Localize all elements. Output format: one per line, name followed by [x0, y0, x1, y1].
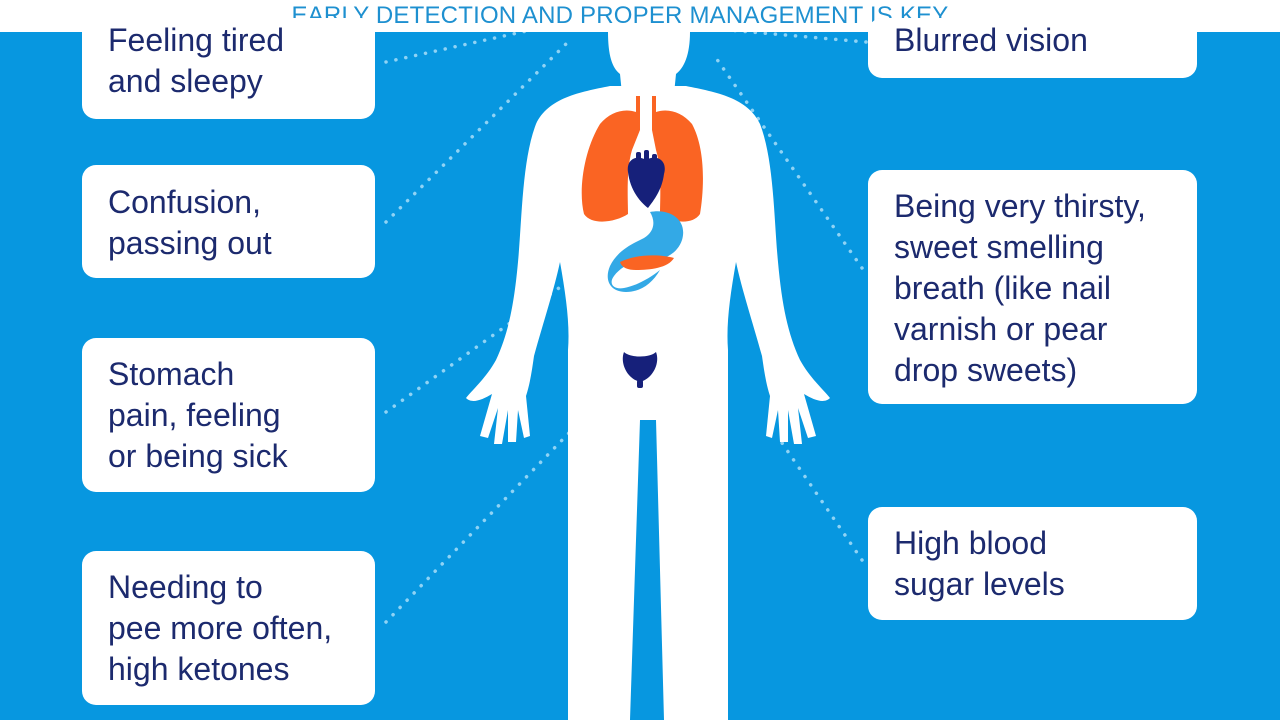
- connector-vision: [703, 26, 868, 44]
- connector-tired: [384, 26, 542, 64]
- banner: EARLY DETECTION AND PROPER MANAGEMENT IS…: [0, 0, 1280, 32]
- symptom-label: Feeling tired and sleepy: [108, 22, 285, 99]
- symptom-card-confusion: Confusion, passing out: [82, 165, 375, 278]
- symptom-card-vision: Blurred vision: [868, 18, 1197, 78]
- symptom-label: Blurred vision: [894, 22, 1088, 58]
- symptom-label: Being very thirsty, sweet smelling breat…: [894, 188, 1146, 388]
- heart: [627, 150, 665, 208]
- lungs: [581, 90, 703, 222]
- symptom-label: Stomach pain, feeling or being sick: [108, 356, 288, 474]
- connector-stomach: [384, 258, 600, 414]
- symptom-label: Needing to pee more often, high ketones: [108, 569, 333, 687]
- pancreas: [620, 255, 674, 270]
- connector-lines: [384, 26, 868, 624]
- symptom-card-sugar: High blood sugar levels: [868, 507, 1197, 620]
- symptom-card-stomach: Stomach pain, feeling or being sick: [82, 338, 375, 492]
- bladder: [622, 352, 658, 388]
- banner-title: EARLY DETECTION AND PROPER MANAGEMENT IS…: [291, 2, 949, 29]
- connector-thirsty: [714, 56, 864, 270]
- symptom-label: Confusion, passing out: [108, 184, 272, 261]
- stomach: [607, 211, 684, 292]
- connector-sugar: [778, 438, 864, 562]
- symptom-card-pee: Needing to pee more often, high ketones: [82, 551, 375, 705]
- symptom-card-tired: Feeling tired and sleepy: [82, 18, 375, 119]
- symptom-card-thirsty: Being very thirsty, sweet smelling breat…: [868, 170, 1197, 404]
- body-silhouette: [466, 32, 830, 720]
- symptom-label: High blood sugar levels: [894, 525, 1065, 602]
